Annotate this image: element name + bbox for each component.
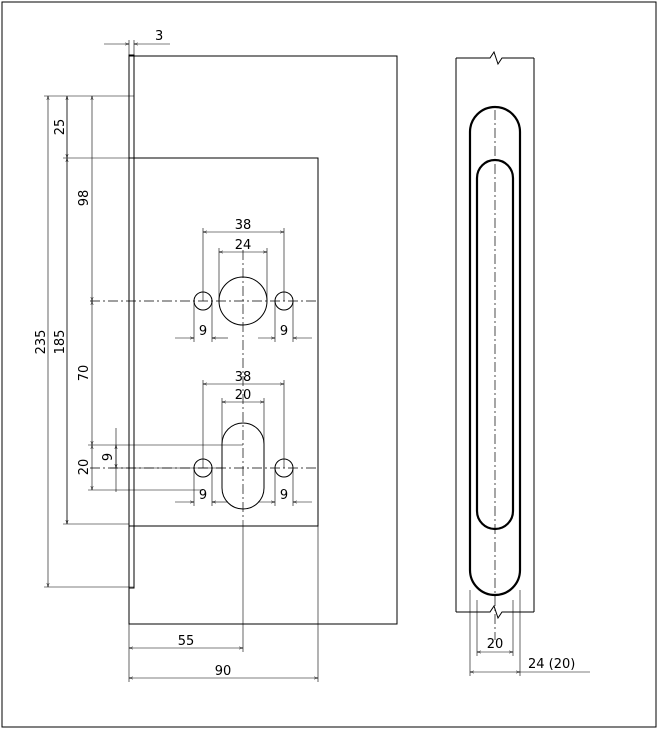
dim-hole-spacing-top: 38 (235, 218, 252, 233)
dim-body-depth: 90 (215, 664, 232, 679)
dim-cylinder-dia: 24 (235, 238, 252, 253)
dim-side-outer: 24 (20) (528, 657, 575, 672)
dim-spacing: 70 (77, 365, 92, 382)
side-outer-slot (468, 105, 522, 597)
inner-case (128, 157, 319, 527)
dim-screw-left-bottom: 9 (199, 488, 207, 503)
side-view: 20 24 (20) (455, 50, 590, 676)
dim-screw-right-bottom: 9 (280, 488, 288, 503)
front-view: 3 25 98 235 185 70 20 9 38 24 9 9 38 20 … (34, 29, 398, 682)
dim-top-offset: 25 (53, 119, 68, 136)
dim-backset: 55 (178, 634, 195, 649)
dim-case-total: 185 (53, 330, 68, 355)
dim-side-inner: 20 (487, 637, 504, 652)
dim-small-offset: 9 (101, 453, 116, 461)
dim-lower-offset: 20 (77, 459, 92, 476)
dim-case-height: 98 (77, 190, 92, 207)
dim-slot-width: 20 (235, 388, 252, 403)
dim-screw-right-top: 9 (280, 324, 288, 339)
dim-screw-left-top: 9 (199, 324, 207, 339)
dim-hole-spacing-bottom: 38 (235, 370, 252, 385)
face-plate (128, 54, 135, 589)
dim-plate-thickness: 3 (155, 29, 163, 44)
lock-body (128, 55, 398, 625)
dim-total-height: 235 (34, 330, 49, 355)
